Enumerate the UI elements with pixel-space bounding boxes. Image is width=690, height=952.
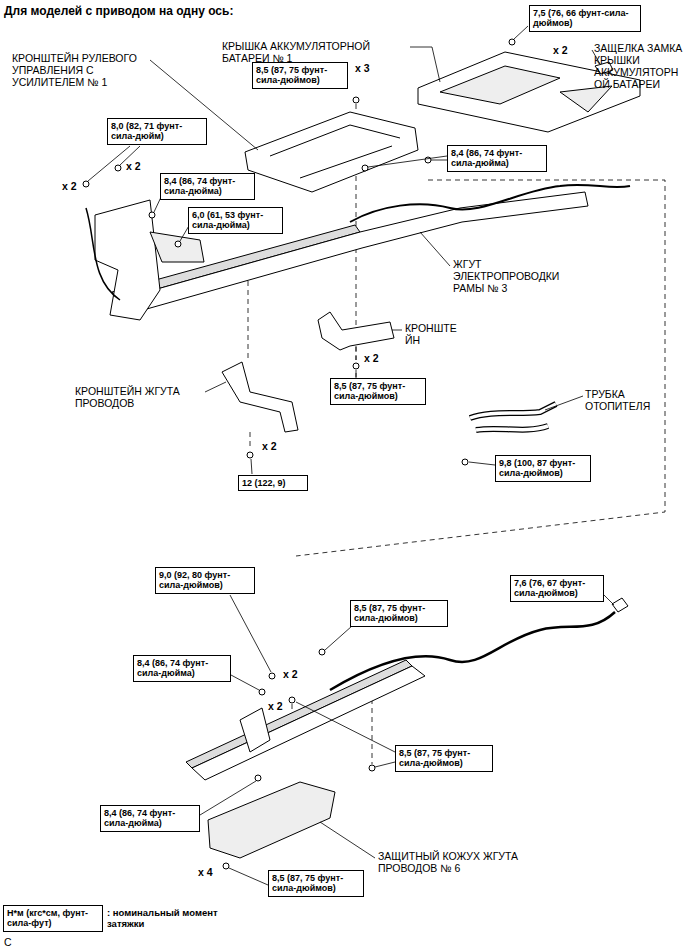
torque-spec-box: 8,4 (86, 74 фунт-сила-дюйма) <box>160 173 255 200</box>
torque-value: 8,5 (87, 75 фунт-сила-дюймов) <box>272 873 360 894</box>
torque-spec-box: 9,0 (92, 80 фунт-сила-дюймов) <box>155 567 255 594</box>
torque-value: 9,8 (100, 87 фунт-сила-дюймов) <box>499 458 587 479</box>
torque-value: 7,5 (76, 66 фунт-сила-дюймов) <box>533 8 637 29</box>
torque-spec-box: 9,8 (100, 87 фунт-сила-дюймов) <box>495 455 591 482</box>
torque-value: 8,4 (86, 74 фунт-сила-дюйма) <box>451 148 543 169</box>
torque-value: 8,5 (87, 75 фунт-сила-дюймов) <box>334 381 422 402</box>
leader-lines <box>88 26 614 885</box>
quantity-label: x 2 <box>364 352 394 364</box>
legend-sample-box: Н*м (кгс*см, фунт-сила-фут) <box>3 905 103 932</box>
torque-spec-box: 7,5 (76, 66 фунт-сила-дюймов) <box>529 5 641 32</box>
torque-spec-box: 12 (122, 9) <box>238 475 308 491</box>
torque-value: 9,0 (92, 80 фунт-сила-дюймов) <box>159 570 251 591</box>
part-label: ЗАЩИТНЫЙ КОЖУХ ЖГУТА ПРОВОДОВ № 6 <box>378 850 578 874</box>
torque-spec-box: 8,0 (82, 71 фунт-сила-дюйм) <box>107 118 207 145</box>
torque-value: Н*м (кгс*см, фунт-сила-фут) <box>7 908 99 929</box>
torque-spec-box: 7,6 (76, 67 фунт-сила-дюймов) <box>510 575 604 602</box>
legend-text: : номинальный момент затяжки <box>107 907 232 930</box>
torque-spec-box: 8,5 (87, 75 фунт-сила-дюймов) <box>252 62 348 89</box>
torque-spec-box: 8,4 (86, 74 фунт-сила-дюйма) <box>133 655 231 682</box>
torque-spec-box: 6,0 (61, 53 фунт-сила-дюйма) <box>188 207 283 234</box>
part-label: ЗАЩЕЛКА ЗАМКА КРЫШКИ АККУМУЛЯТОРН ОЙ БАТ… <box>594 42 684 90</box>
part-label: ТРУБКА ОТОПИТЕЛЯ <box>585 388 665 412</box>
torque-spec-box: 8,5 (87, 75 фунт-сила-дюймов) <box>330 378 426 405</box>
torque-value: 8,4 (86, 74 фунт-сила-дюйма) <box>164 176 251 197</box>
torque-spec-box: 8,4 (86, 74 фунт-сила-дюйма) <box>447 145 547 172</box>
torque-spec-box: 8,5 (87, 75 фунт-сила-дюймов) <box>350 600 448 627</box>
torque-value: 8,4 (86, 74 фунт-сила-дюйма) <box>137 658 227 679</box>
quantity-label: x 3 <box>355 62 385 74</box>
part-label: КРОНШТЕЙН ЖГУТА ПРОВОДОВ <box>75 385 225 409</box>
diagram-title: Для моделей с приводом на одну ось: <box>4 4 233 18</box>
torque-value: 8,0 (82, 71 фунт-сила-дюйм) <box>111 121 203 142</box>
part-label: КРОНШТЕЙН РУЛЕВОГО УПРАВЛЕНИЯ С УСИЛИТЕЛ… <box>12 52 152 88</box>
dashed-guide <box>248 104 665 764</box>
torque-spec-box: 8,5 (87, 75 фунт-сила-дюймов) <box>268 870 364 897</box>
part-label: КРЫШКА АККУМУЛЯТОРНОЙ БАТАРЕИ № 1 <box>222 40 412 64</box>
torque-spec-box: 8,4 (86, 74 фунт-сила-дюйма) <box>100 805 200 832</box>
part-label: C <box>4 936 24 948</box>
part-label: ЖГУТ ЭЛЕКТРОПРОВОДКИ РАМЫ № 3 <box>453 258 583 294</box>
torque-value: 8,5 (87, 75 фунт-сила-дюймов) <box>256 65 344 86</box>
quantity-label: x 2 <box>553 44 583 56</box>
torque-value: 8,5 (87, 75 фунт-сила-дюймов) <box>354 603 444 624</box>
torque-spec-box: 8,5 (87, 75 фунт-сила-дюймов) <box>395 745 493 772</box>
torque-value: 8,5 (87, 75 фунт-сила-дюймов) <box>399 748 489 769</box>
quantity-label: x 2 <box>268 700 292 712</box>
torque-value: 8,4 (86, 74 фунт-сила-дюйма) <box>104 808 196 829</box>
part-label: КРОНШТЕ ЙН <box>405 322 465 346</box>
quantity-label: x 2 <box>283 668 313 680</box>
quantity-label: x 4 <box>198 866 224 878</box>
parts <box>86 52 640 858</box>
torque-value: 12 (122, 9) <box>242 478 304 488</box>
quantity-label: x 2 <box>126 160 156 172</box>
quantity-label: x 2 <box>262 440 292 452</box>
torque-value: 6,0 (61, 53 фунт-сила-дюйма) <box>192 210 279 231</box>
torque-value: 7,6 (76, 67 фунт-сила-дюймов) <box>514 578 600 599</box>
quantity-label: x 2 <box>62 180 86 192</box>
